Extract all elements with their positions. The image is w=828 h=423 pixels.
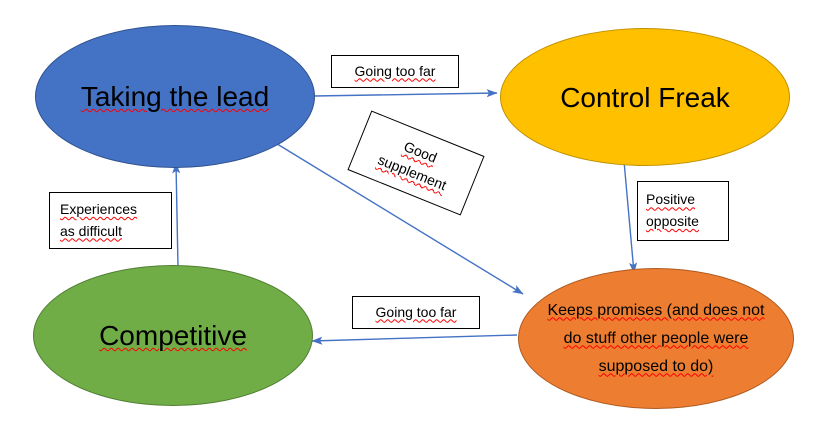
edge-label-going-too-far-bottom[interactable]: Going too far [352,296,480,329]
arrow-taking-the-lead-to-keeps-promises [268,138,524,295]
node-competitive-label: Competitive [99,320,247,351]
node-control-freak[interactable]: Control Freak [500,28,790,166]
node-keeps-promises[interactable]: Keeps promises (and does not do stuff ot… [518,268,794,409]
edge-label-going-too-far-top[interactable]: Going too far [331,55,459,88]
edge-label-going-too-far-top-text: Going too far [354,62,436,79]
node-taking-the-lead-label: Taking the lead [80,81,270,112]
arrow-control-freak-to-keeps-promises [623,160,638,274]
arrow-competitive-to-taking-the-lead [172,162,181,268]
edge-label-experiences-as-difficult[interactable]: Experiences as difficult [49,192,172,249]
node-competitive[interactable]: Competitive [33,265,313,406]
node-keeps-promises-label: Keeps promises (and does not do stuff ot… [547,301,765,375]
node-control-freak-label: Control Freak [560,81,730,113]
edge-label-positive-opposite-text: Positive opposite [646,191,699,229]
edge-label-positive-opposite[interactable]: Positive opposite [637,181,729,241]
node-taking-the-lead[interactable]: Taking the lead [35,25,315,168]
edge-label-going-too-far-bottom-text: Going too far [375,303,457,320]
edge-label-experiences-as-difficult-text: Experiences as difficult [60,200,138,239]
arrow-taking-the-lead-to-control-freak [313,89,498,98]
arrow-keeps-promises-to-competitive [311,334,518,345]
